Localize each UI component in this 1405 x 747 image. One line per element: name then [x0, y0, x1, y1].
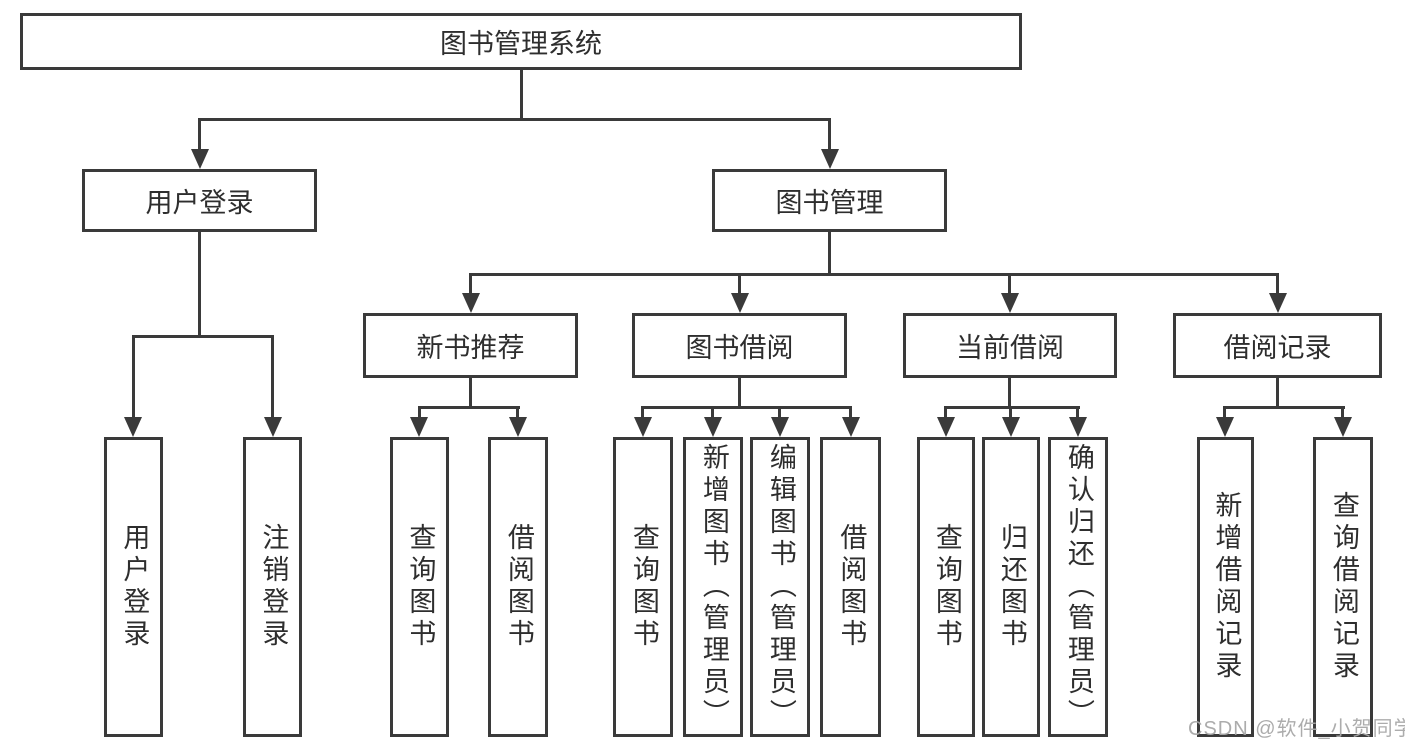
connector-line: [944, 406, 1080, 409]
arrow-down-icon: [191, 149, 209, 169]
arrow-down-icon: [1269, 293, 1287, 313]
connector-line: [1009, 406, 1012, 419]
leaf-label: 注销登录: [258, 523, 289, 651]
connector-line: [828, 232, 831, 275]
leaf-label: 用户登录: [119, 523, 150, 651]
arrow-down-icon: [634, 417, 652, 437]
arrow-down-icon: [1002, 417, 1020, 437]
leaf-label: 借阅图书: [503, 523, 534, 651]
arrow-down-icon: [937, 417, 955, 437]
leaf-bb-edit-books-admin: 编辑图书（管理员）: [750, 437, 810, 737]
leaf-cb-confirm-return-admin: 确认归还（管理员）: [1048, 437, 1108, 737]
leaf-label: 查询图书: [628, 523, 659, 651]
leaf-label: 查询图书: [405, 523, 436, 651]
arrow-down-icon: [771, 417, 789, 437]
arrow-down-icon: [509, 417, 527, 437]
leaf-br-add-borrow-record: 新增借阅记录: [1197, 437, 1254, 737]
node-book-management: 图书管理: [712, 169, 947, 232]
leaf-label: 新增图书（管理员）: [698, 443, 729, 731]
node-borrowing-records: 借阅记录: [1173, 313, 1382, 378]
leaf-label: 归还图书: [996, 523, 1027, 651]
leaf-logout: 注销登录: [243, 437, 302, 737]
connector-line: [132, 335, 274, 338]
node-user-login: 用户登录: [82, 169, 317, 232]
connector-line: [132, 335, 135, 419]
leaf-label: 确认归还（管理员）: [1063, 443, 1094, 731]
connector-line: [418, 406, 520, 409]
arrow-down-icon: [731, 293, 749, 313]
connector-line: [1276, 378, 1279, 408]
arrow-down-icon: [462, 293, 480, 313]
connector-line: [418, 406, 421, 419]
connector-line: [1341, 406, 1344, 419]
arrow-down-icon: [842, 417, 860, 437]
node-label: 图书借阅: [685, 333, 794, 363]
node-label: 图书管理系统: [440, 29, 602, 59]
leaf-label: 借阅图书: [836, 523, 867, 651]
connector-line: [198, 118, 201, 153]
leaf-bb-borrow-books: 借阅图书: [820, 437, 881, 737]
leaf-cb-return-books: 归还图书: [982, 437, 1040, 737]
node-library-management-system: 图书管理系统: [20, 13, 1022, 70]
connector-line: [1076, 406, 1079, 419]
connector-line: [1276, 273, 1279, 295]
node-label: 当前借阅: [956, 333, 1064, 363]
connector-line: [271, 335, 274, 419]
arrow-down-icon: [410, 417, 428, 437]
arrow-down-icon: [1216, 417, 1234, 437]
leaf-bb-query-books: 查询图书: [613, 437, 673, 737]
connector-line: [1008, 378, 1011, 408]
connector-line: [520, 70, 523, 118]
connector-line: [738, 378, 741, 408]
connector-line: [738, 273, 741, 295]
leaf-cb-query-books: 查询图书: [917, 437, 975, 737]
arrow-down-icon: [124, 417, 142, 437]
connector-line: [516, 406, 519, 419]
leaf-nbr-query-books: 查询图书: [390, 437, 449, 737]
leaf-label: 新增借阅记录: [1211, 491, 1242, 683]
leaf-label: 查询图书: [931, 523, 962, 651]
node-label: 新书推荐: [416, 333, 525, 363]
connector-line: [469, 273, 472, 295]
node-label: 图书管理: [775, 188, 884, 218]
connector-line: [641, 406, 852, 409]
arrow-down-icon: [1334, 417, 1352, 437]
leaf-br-query-borrow-record: 查询借阅记录: [1313, 437, 1373, 737]
node-current-borrowing: 当前借阅: [903, 313, 1117, 378]
node-new-book-recommendation: 新书推荐: [363, 313, 578, 378]
node-label: 借阅记录: [1223, 333, 1332, 363]
arrow-down-icon: [264, 417, 282, 437]
connector-line: [641, 406, 644, 419]
connector-line: [778, 406, 781, 419]
connector-line: [1223, 406, 1345, 409]
connector-line: [711, 406, 714, 419]
node-book-borrowing: 图书借阅: [632, 313, 847, 378]
leaf-nbr-borrow-books: 借阅图书: [488, 437, 548, 737]
connector-line: [1008, 273, 1011, 295]
csdn-watermark: CSDN @软件_小贺同学: [1188, 718, 1405, 740]
connector-line: [1223, 406, 1226, 419]
arrow-down-icon: [1069, 417, 1087, 437]
connector-line: [198, 118, 831, 121]
leaf-user-login: 用户登录: [104, 437, 163, 737]
leaf-bb-add-books-admin: 新增图书（管理员）: [683, 437, 743, 737]
connector-line: [828, 118, 831, 153]
connector-line: [198, 232, 201, 335]
leaf-label: 编辑图书（管理员）: [765, 443, 796, 731]
connector-line: [469, 378, 472, 408]
arrow-down-icon: [1001, 293, 1019, 313]
connector-line: [849, 406, 852, 419]
connector-line: [469, 273, 1279, 276]
leaf-label: 查询借阅记录: [1328, 491, 1359, 683]
arrow-down-icon: [704, 417, 722, 437]
arrow-down-icon: [821, 149, 839, 169]
connector-line: [944, 406, 947, 419]
node-label: 用户登录: [145, 188, 254, 218]
